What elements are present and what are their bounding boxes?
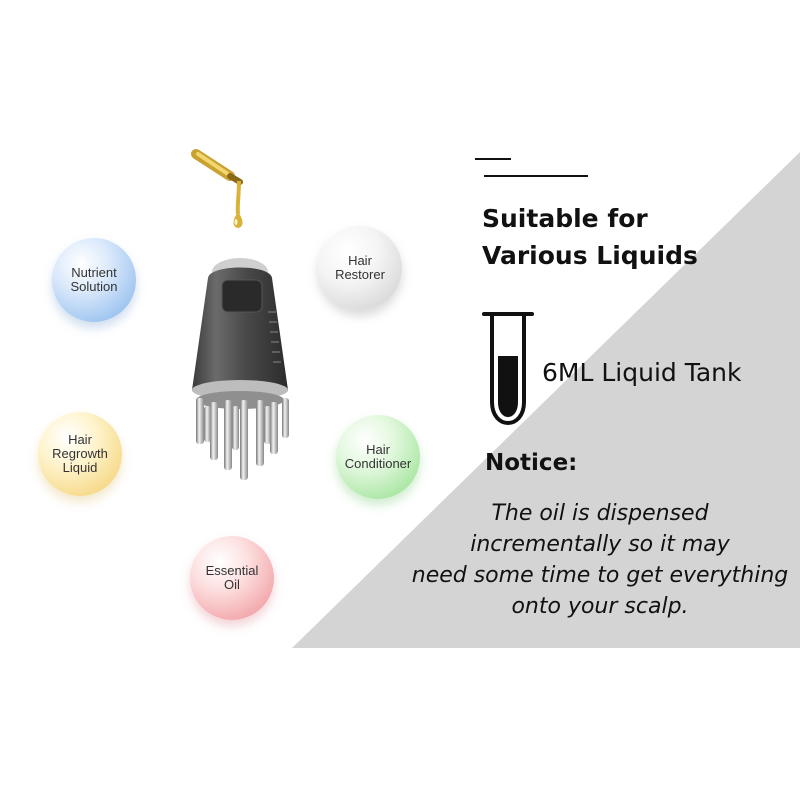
liquid-label: Hair Restorer	[335, 253, 385, 282]
notice-title: Notice:	[485, 450, 578, 476]
test-tube-icon	[482, 312, 534, 425]
liquid-label: Essential Oil	[205, 563, 259, 592]
liquid-bubble-hair-regrowth-liquid: Hair Regrowth Liquid	[38, 412, 122, 496]
liquid-bubble-essential-oil: Essential Oil	[190, 536, 274, 620]
top-rule-short	[475, 158, 511, 160]
section-heading: Suitable for Various Liquids	[482, 204, 698, 270]
liquid-label: Hair Regrowth Liquid	[52, 432, 108, 475]
liquid-label: Hair Conditioner	[344, 442, 412, 471]
dropper-icon	[191, 149, 243, 228]
notice-body: The oil is dispensed incrementally so it…	[411, 501, 789, 619]
tank-capacity-label: 6ML Liquid Tank	[542, 358, 742, 387]
top-rule-long	[484, 175, 588, 177]
liquid-bubble-hair-conditioner: Hair Conditioner	[336, 415, 420, 499]
liquid-label: Nutrient Solution	[70, 265, 118, 294]
scalp-applicator-device	[192, 258, 289, 480]
liquid-bubble-hair-restorer: Hair Restorer	[318, 226, 402, 310]
liquid-bubble-nutrient-solution: Nutrient Solution	[52, 238, 136, 322]
